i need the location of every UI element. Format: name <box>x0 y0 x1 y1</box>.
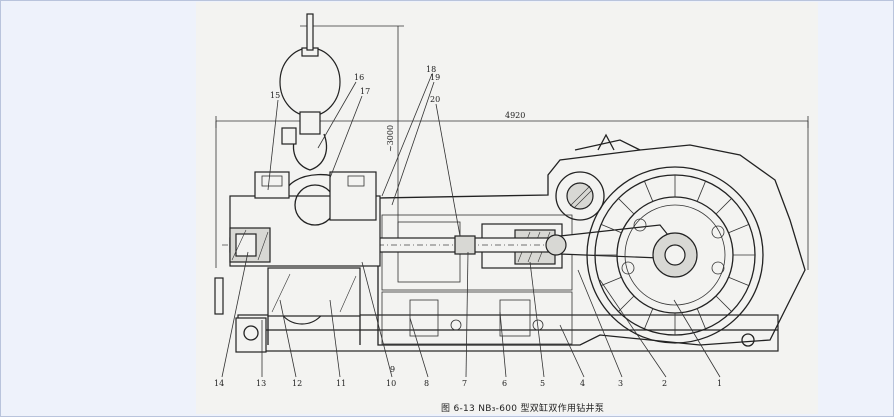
part-number: 15 <box>270 91 280 100</box>
part-number: 19 <box>430 73 440 82</box>
gear-spoke <box>696 308 706 330</box>
part-number: 14 <box>214 379 224 388</box>
gear-spoke <box>600 224 622 234</box>
gear-spoke <box>696 180 706 202</box>
part-number: 18 <box>426 65 436 74</box>
pinion-shaft <box>555 171 605 221</box>
gear-spoke <box>715 295 732 312</box>
part-number: 7 <box>462 379 467 388</box>
gear-spoke <box>644 308 654 330</box>
gear-spoke <box>728 224 750 234</box>
part-number: 1 <box>717 379 722 388</box>
part-number: 13 <box>256 379 266 388</box>
gear-spoke <box>618 295 635 312</box>
part-number: 5 <box>540 379 545 388</box>
crank-gear <box>586 166 764 344</box>
part-number: 6 <box>502 379 507 388</box>
part-number-labels: 1 2 3 4 5 6 7 8 9 10 11 12 13 14 15 16 1… <box>214 65 722 388</box>
part-number: 9 <box>390 365 395 374</box>
part-number: 11 <box>336 379 346 388</box>
leader-lines <box>221 73 721 378</box>
overall-length-value: 4920 <box>505 111 525 120</box>
gear-spoke <box>728 276 750 286</box>
gear-spoke <box>715 198 732 215</box>
part-number: 4 <box>580 379 585 388</box>
part-number: 16 <box>354 73 364 82</box>
connecting-rod <box>545 224 673 259</box>
part-number: 10 <box>386 379 396 388</box>
part-number: 20 <box>430 95 440 104</box>
part-number: 3 <box>618 379 623 388</box>
height-value: ~3000 <box>386 125 395 152</box>
part-number: 12 <box>292 379 302 388</box>
fluid-end <box>229 171 381 345</box>
part-number: 17 <box>360 87 370 96</box>
figure-caption: 图 6-13 NB₃-600 型双缸双作用钻井泵 <box>441 404 605 414</box>
air-chamber <box>279 13 341 171</box>
height-dimension <box>300 25 404 250</box>
gear-spoke <box>618 198 635 215</box>
gear-spoke <box>600 276 622 286</box>
part-number: 8 <box>424 379 429 388</box>
part-number: 2 <box>662 379 667 388</box>
gear-spoke <box>644 180 654 202</box>
